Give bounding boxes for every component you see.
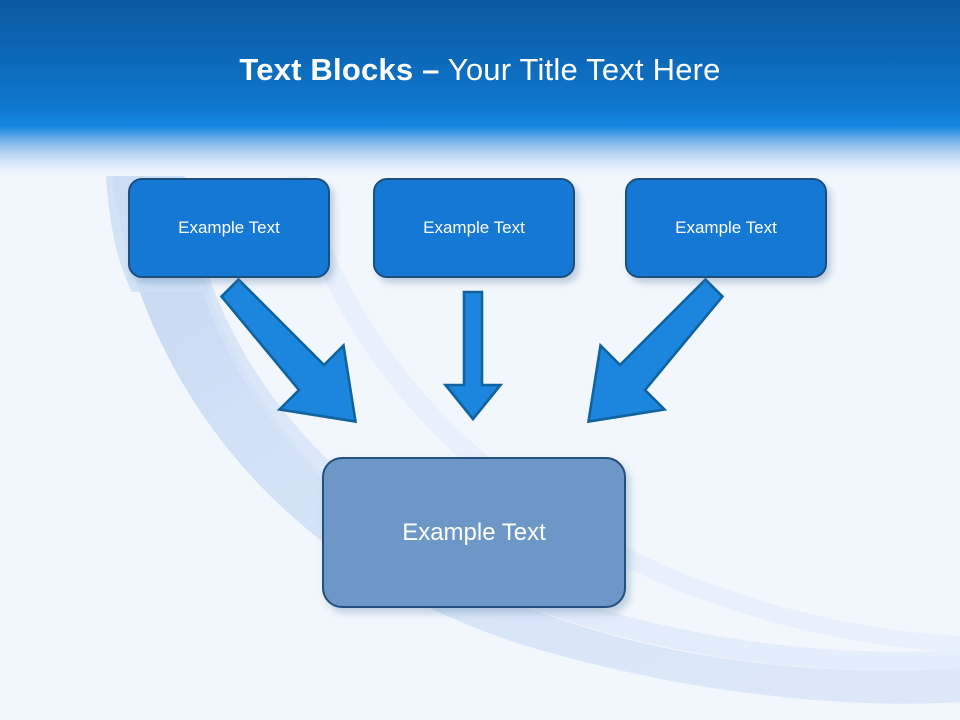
top-box-3[interactable]: Example Text bbox=[625, 178, 827, 278]
bottom-box-label: Example Text bbox=[402, 518, 546, 546]
arrow-down-left-icon bbox=[586, 277, 725, 424]
arrow-down-right-icon bbox=[219, 277, 358, 424]
bottom-box[interactable]: Example Text bbox=[322, 457, 626, 608]
header-banner bbox=[0, 0, 960, 176]
top-box-1-label: Example Text bbox=[178, 218, 280, 237]
page-title-light: Your Title Text Here bbox=[439, 52, 721, 87]
arrow-down-icon bbox=[442, 290, 504, 422]
top-box-2[interactable]: Example Text bbox=[373, 178, 575, 278]
top-box-2-label: Example Text bbox=[423, 218, 525, 237]
page-title: Text Blocks – Your Title Text Here bbox=[0, 50, 960, 90]
swoosh-backing bbox=[60, 120, 960, 720]
top-box-3-label: Example Text bbox=[675, 218, 777, 237]
top-box-1[interactable]: Example Text bbox=[128, 178, 330, 278]
page-title-strong: Text Blocks – bbox=[239, 52, 440, 87]
